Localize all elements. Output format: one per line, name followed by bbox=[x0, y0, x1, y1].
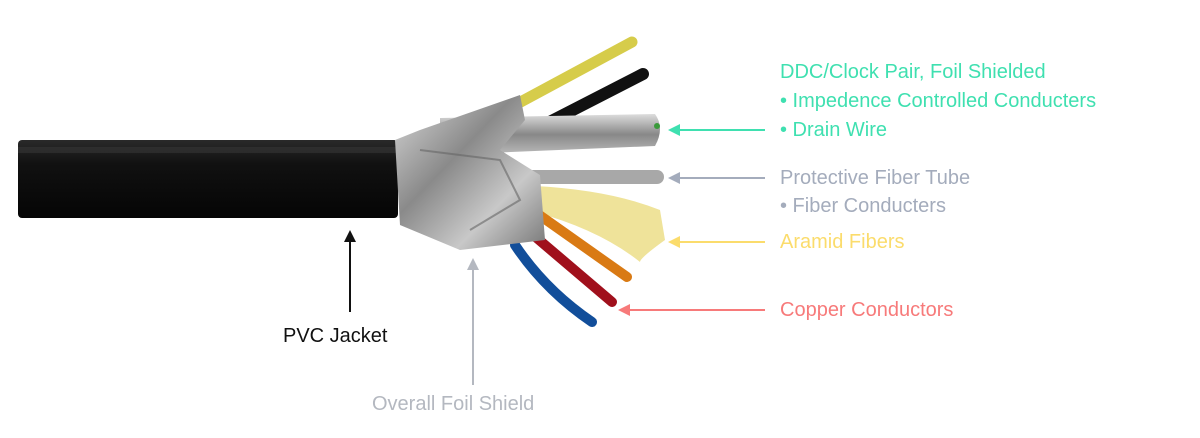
wire-yellow bbox=[509, 36, 638, 111]
label-copper: Copper Conductors bbox=[780, 299, 954, 321]
label-overall-foil: Overall Foil Shield bbox=[372, 393, 535, 415]
aramid-fibers bbox=[535, 186, 665, 262]
overall-foil-shield bbox=[395, 95, 545, 250]
label-fiber-tube: Protective Fiber Tube bbox=[780, 167, 971, 189]
arrow-fiber-tube bbox=[668, 172, 765, 184]
arrow-ddc bbox=[668, 124, 765, 136]
wire-blue bbox=[510, 240, 597, 327]
label-ddc-impedence: • Impedence Controlled Conducters bbox=[780, 90, 1097, 112]
label-ddc-drain: • Drain Wire bbox=[780, 119, 888, 141]
wire-orange bbox=[530, 207, 632, 282]
label-fiber-conducters: • Fiber Conducters bbox=[780, 195, 946, 217]
arrow-copper bbox=[618, 304, 765, 316]
pvc-jacket bbox=[18, 140, 398, 218]
arrow-aramid bbox=[668, 236, 765, 248]
label-aramid: Aramid Fibers bbox=[780, 231, 905, 253]
arrow-jacket bbox=[344, 230, 356, 312]
label-pvc-jacket: PVC Jacket bbox=[283, 325, 388, 347]
label-ddc-title: DDC/Clock Pair, Foil Shielded bbox=[780, 61, 1046, 83]
arrow-foil bbox=[467, 258, 479, 385]
